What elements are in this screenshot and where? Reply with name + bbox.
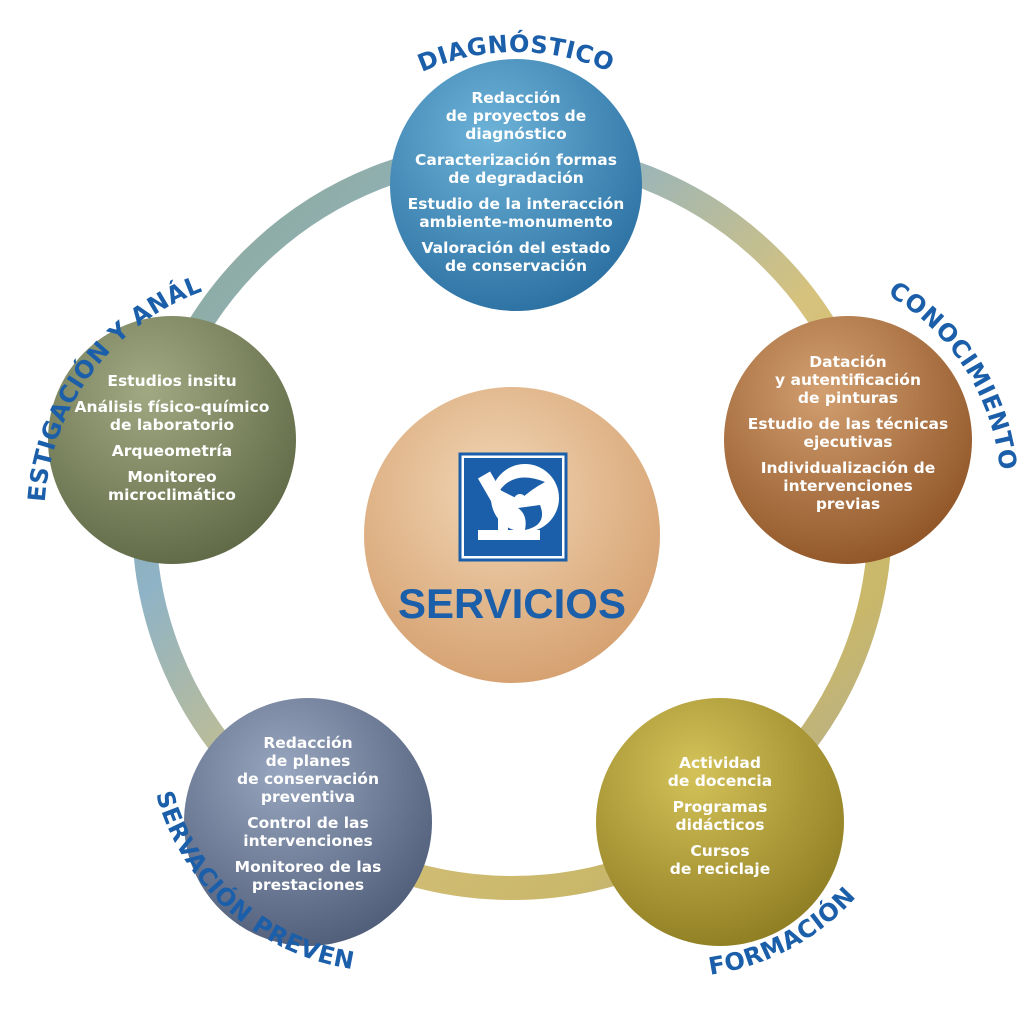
node-item-line: Individualización de [761,459,936,477]
node-item-line: de docencia [668,772,772,790]
node-item-line: Caracterización formas [415,151,617,169]
node-item-line: Monitoreo [127,468,216,486]
node-item-line: de reciclaje [670,860,770,878]
microscope-logo-icon [458,452,568,562]
node-item-line: intervenciones [243,832,373,850]
node-item-line: Actividad [679,754,761,772]
node-item-line: Datación [809,353,886,371]
center-title: SERVICIOS [398,580,626,627]
node-item-line: Valoración del estado [422,239,611,257]
node-item-line: Programas [673,798,768,816]
node-item-line: ejecutivas [803,433,892,451]
node-item-line: de conservación [445,257,587,275]
node-item-line: Control de las [247,814,368,832]
node-item-line: Cursos [690,842,749,860]
node-item-line: intervenciones [783,477,913,495]
node-item-line: Estudio de la interacción [408,195,625,213]
node-item-line: Arqueometría [112,442,232,460]
node-item-line: Monitoreo de las [235,858,382,876]
node-item-line: de pinturas [798,389,898,407]
node-item-line: didácticos [676,816,765,834]
node-investigacion-analisis: INVESTIGACIÓN Y ANÁLISIS Estudios insitu… [0,0,296,564]
node-item-line: Redacción [263,734,352,752]
node-item-line: preventiva [261,788,355,806]
node-item-line: de laboratorio [110,416,234,434]
node-item-line: de planes [266,752,351,770]
node-item-line: de proyectos de [446,107,586,125]
node-item-line: y autentificación [775,371,921,389]
node-item-line: microclimático [108,486,236,504]
node-item-line: Análisis físico-químico [75,398,270,416]
node-item-line: Estudios insitu [107,372,236,390]
node-item-line: ambiente-monumento [419,213,613,231]
node-item-line: Redacción [471,89,560,107]
node-item-line: Estudio de las técnicas [748,415,948,433]
node-item-line: prestaciones [252,876,364,894]
node-item-line: diagnóstico [465,125,566,143]
node-item-line: de conservación [237,770,379,788]
node-item-line: de degradación [448,169,584,187]
center-node: SERVICIOS [364,387,660,683]
node-item-line: previas [816,495,880,513]
